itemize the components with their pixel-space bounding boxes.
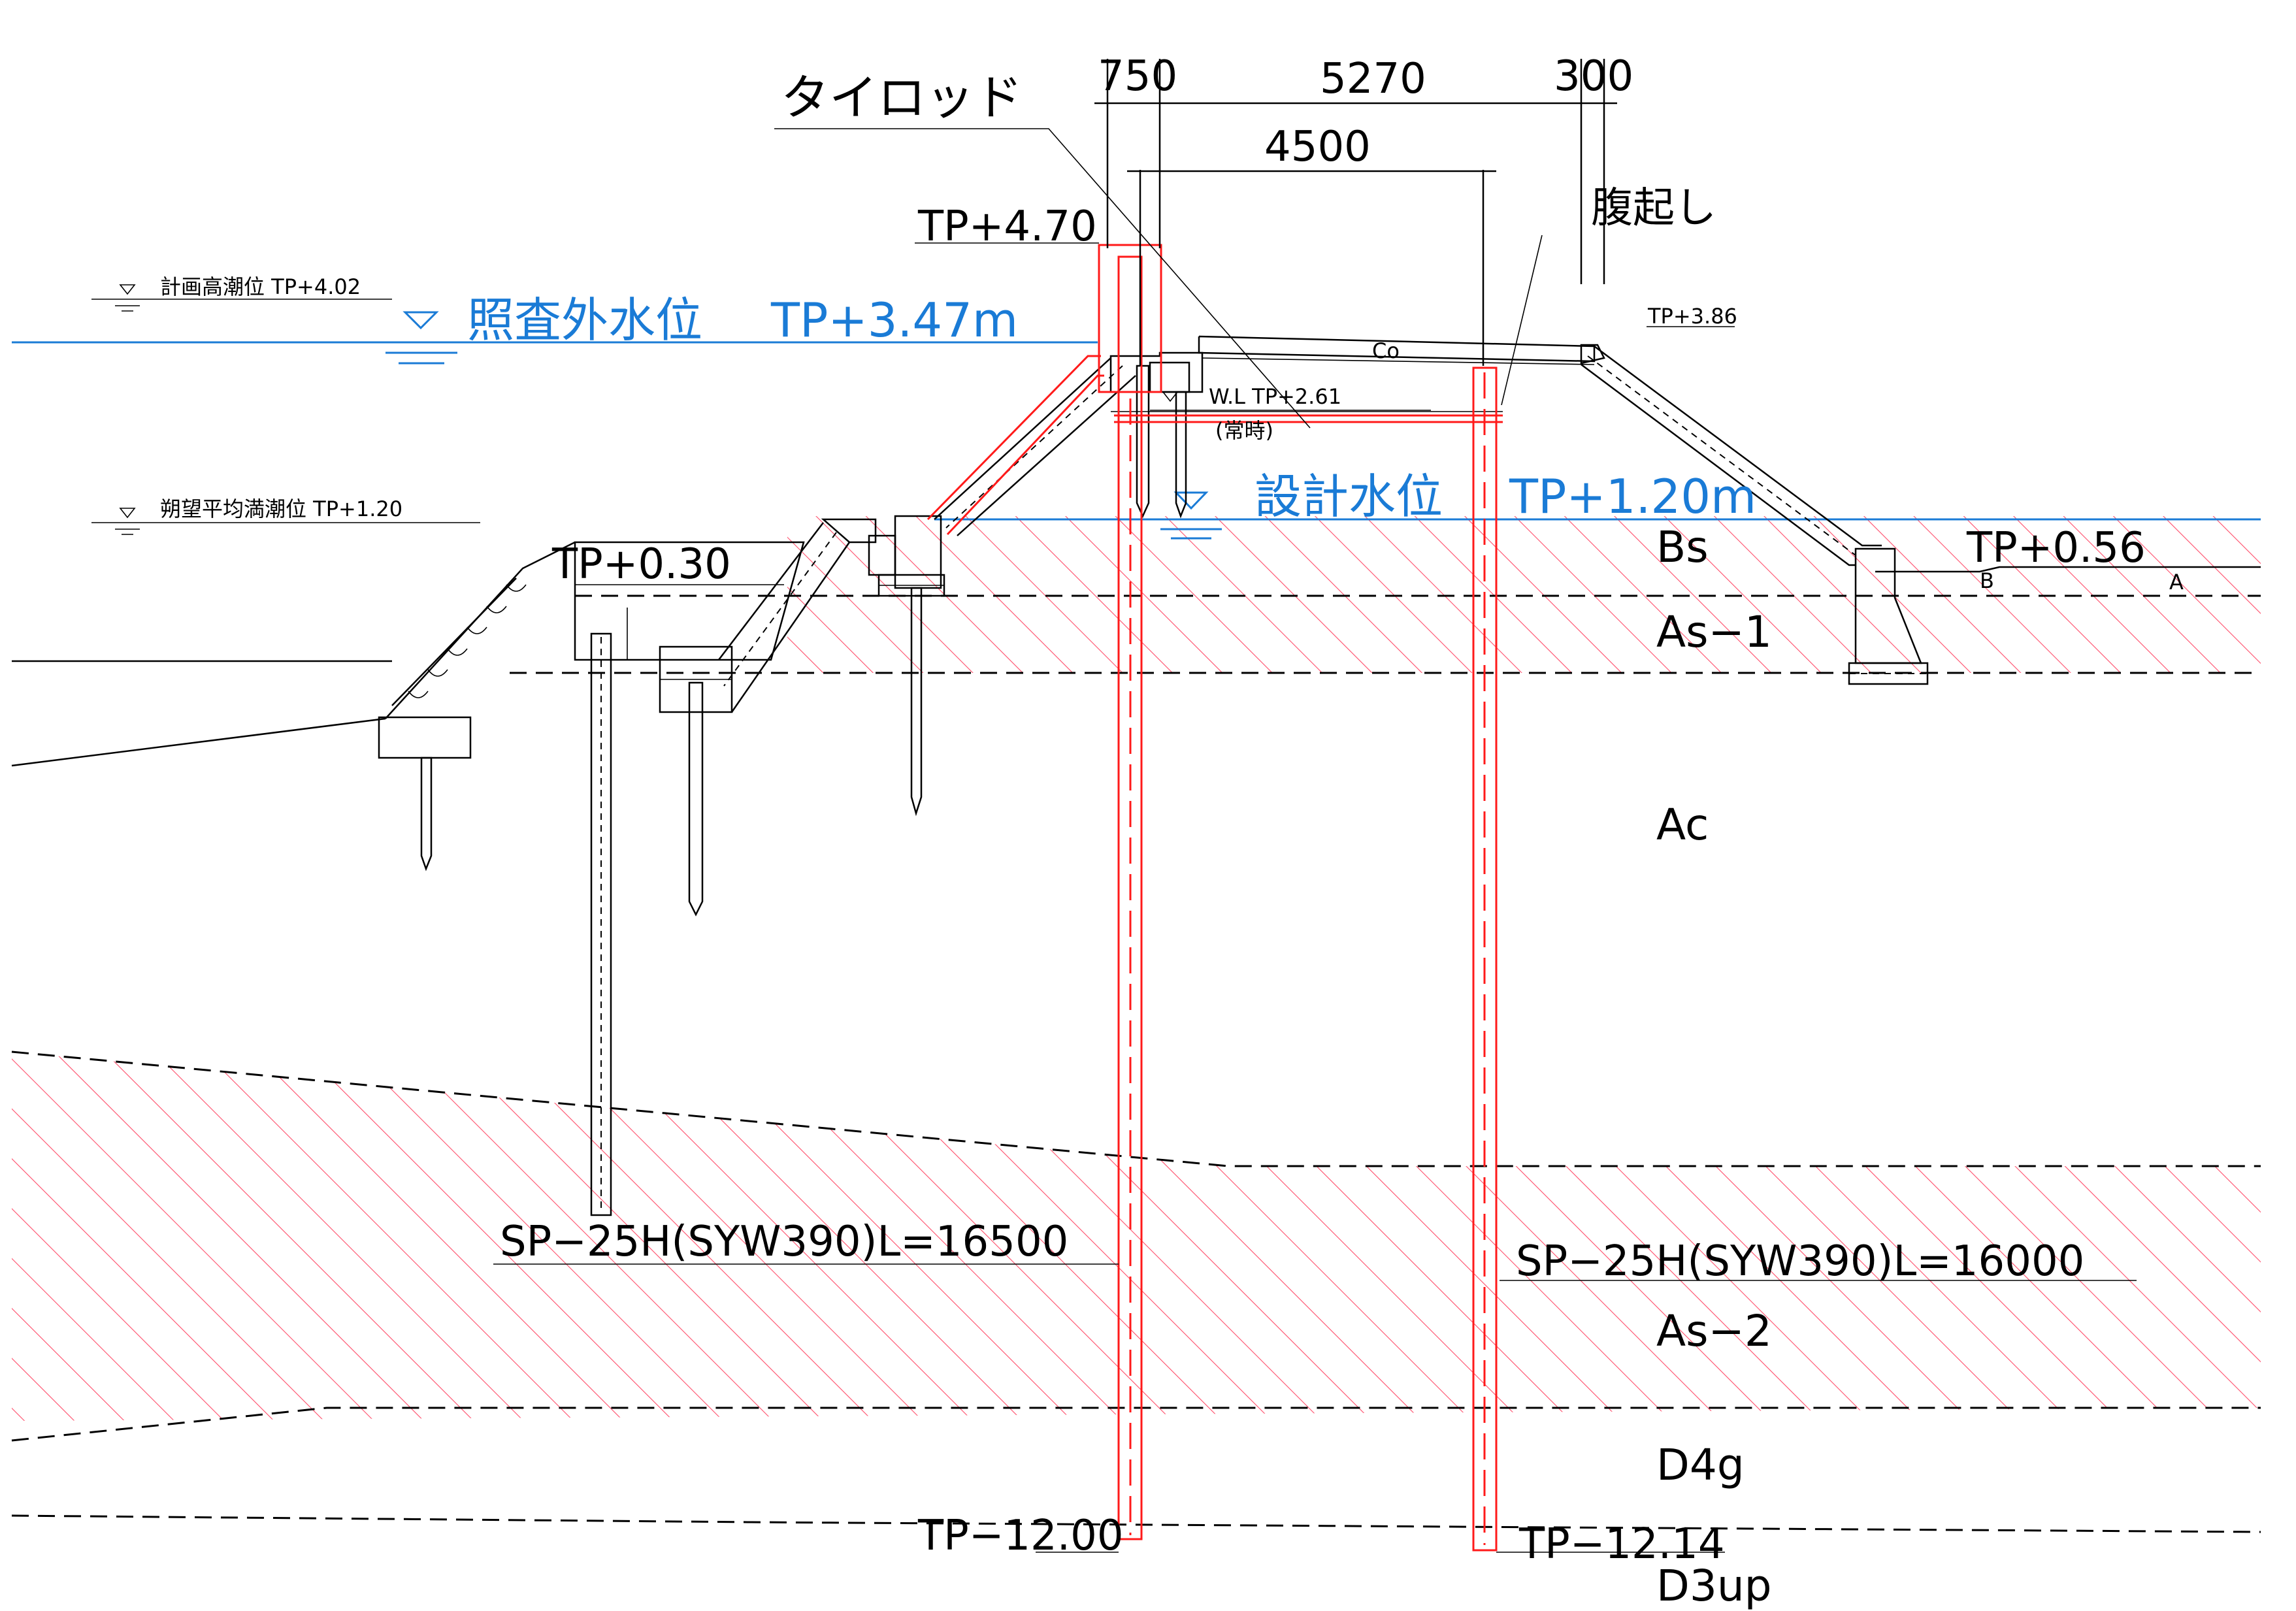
- mark-b-label: B: [1980, 568, 1994, 593]
- wale-label: 腹起し: [1591, 184, 1716, 233]
- mean-spring-tide-label: 朔望平均満潮位 TP+1.20: [160, 496, 402, 521]
- water-level-texts: 計画高潮位 TP+4.02 照査外水位 TP+3.47m W.L TP+2.61…: [160, 274, 1756, 524]
- plan-high-tide-label: 計画高潮位 TP+4.02: [160, 274, 361, 299]
- sheet-pile-left-label: SP−25H(SYW390)L=16500: [500, 1218, 1068, 1266]
- layer-texts: Bs As−1 Ac As−2 D4g D3up: [1656, 522, 1772, 1611]
- dim-300: 300: [1554, 52, 1633, 101]
- dim-5270: 5270: [1320, 55, 1426, 103]
- annotation-texts: タイロッド 腹起し TP+4.70 TP+3.86 TP+0.30 TP+0.5…: [500, 70, 2184, 1569]
- layer-boundaries: [11, 594, 2261, 1533]
- layer-bs: Bs: [1656, 522, 1709, 572]
- wl-normal-sub: (常時): [1215, 418, 1273, 443]
- dimension-lines: [493, 59, 2137, 1553]
- tp-386-label: TP+3.86: [1647, 304, 1737, 329]
- tie-rod-label: タイロッド: [781, 70, 1023, 126]
- mark-a-label: A: [2169, 570, 2184, 594]
- water-lines: [12, 311, 2261, 540]
- ground-lines: [11, 566, 2261, 767]
- check-outer-value: TP+3.47m: [770, 293, 1018, 348]
- tp-bottom-right-label: TP−12.14: [1518, 1520, 1725, 1569]
- dim-4500: 4500: [1264, 123, 1371, 171]
- layer-ac: Ac: [1656, 800, 1709, 850]
- tp-bottom-left-label: TP−12.00: [917, 1512, 1124, 1560]
- layer-d3up: D3up: [1656, 1561, 1772, 1611]
- design-value: TP+1.20m: [1509, 469, 1756, 524]
- dim-750: 750: [1098, 52, 1177, 101]
- layer-as1: As−1: [1656, 607, 1772, 657]
- tp-056-label: TP+0.56: [1966, 524, 2146, 572]
- tp-wall-top-label: TP+4.70: [917, 203, 1097, 251]
- check-outer-label: 照査外水位: [467, 293, 702, 348]
- layer-d4g: D4g: [1656, 1440, 1745, 1490]
- dimension-texts: 750 5270 300 4500: [1098, 52, 1633, 171]
- sheet-pile-right-label: SP−25H(SYW390)L=16000: [1516, 1237, 2084, 1286]
- water-symbols-black: [91, 284, 1735, 535]
- tp-030-label: TP+0.30: [551, 540, 731, 589]
- new-members: [927, 244, 1503, 1552]
- co-label: Co: [1372, 338, 1400, 363]
- existing-levee: [378, 335, 1929, 1216]
- design-label: 設計水位: [1255, 469, 1443, 524]
- hatch-bs-as1: [787, 516, 2261, 673]
- hatch-as2: [12, 1052, 2261, 1421]
- wl-normal-label: W.L TP+2.61: [1209, 384, 1341, 409]
- layer-as2: As−2: [1656, 1306, 1772, 1356]
